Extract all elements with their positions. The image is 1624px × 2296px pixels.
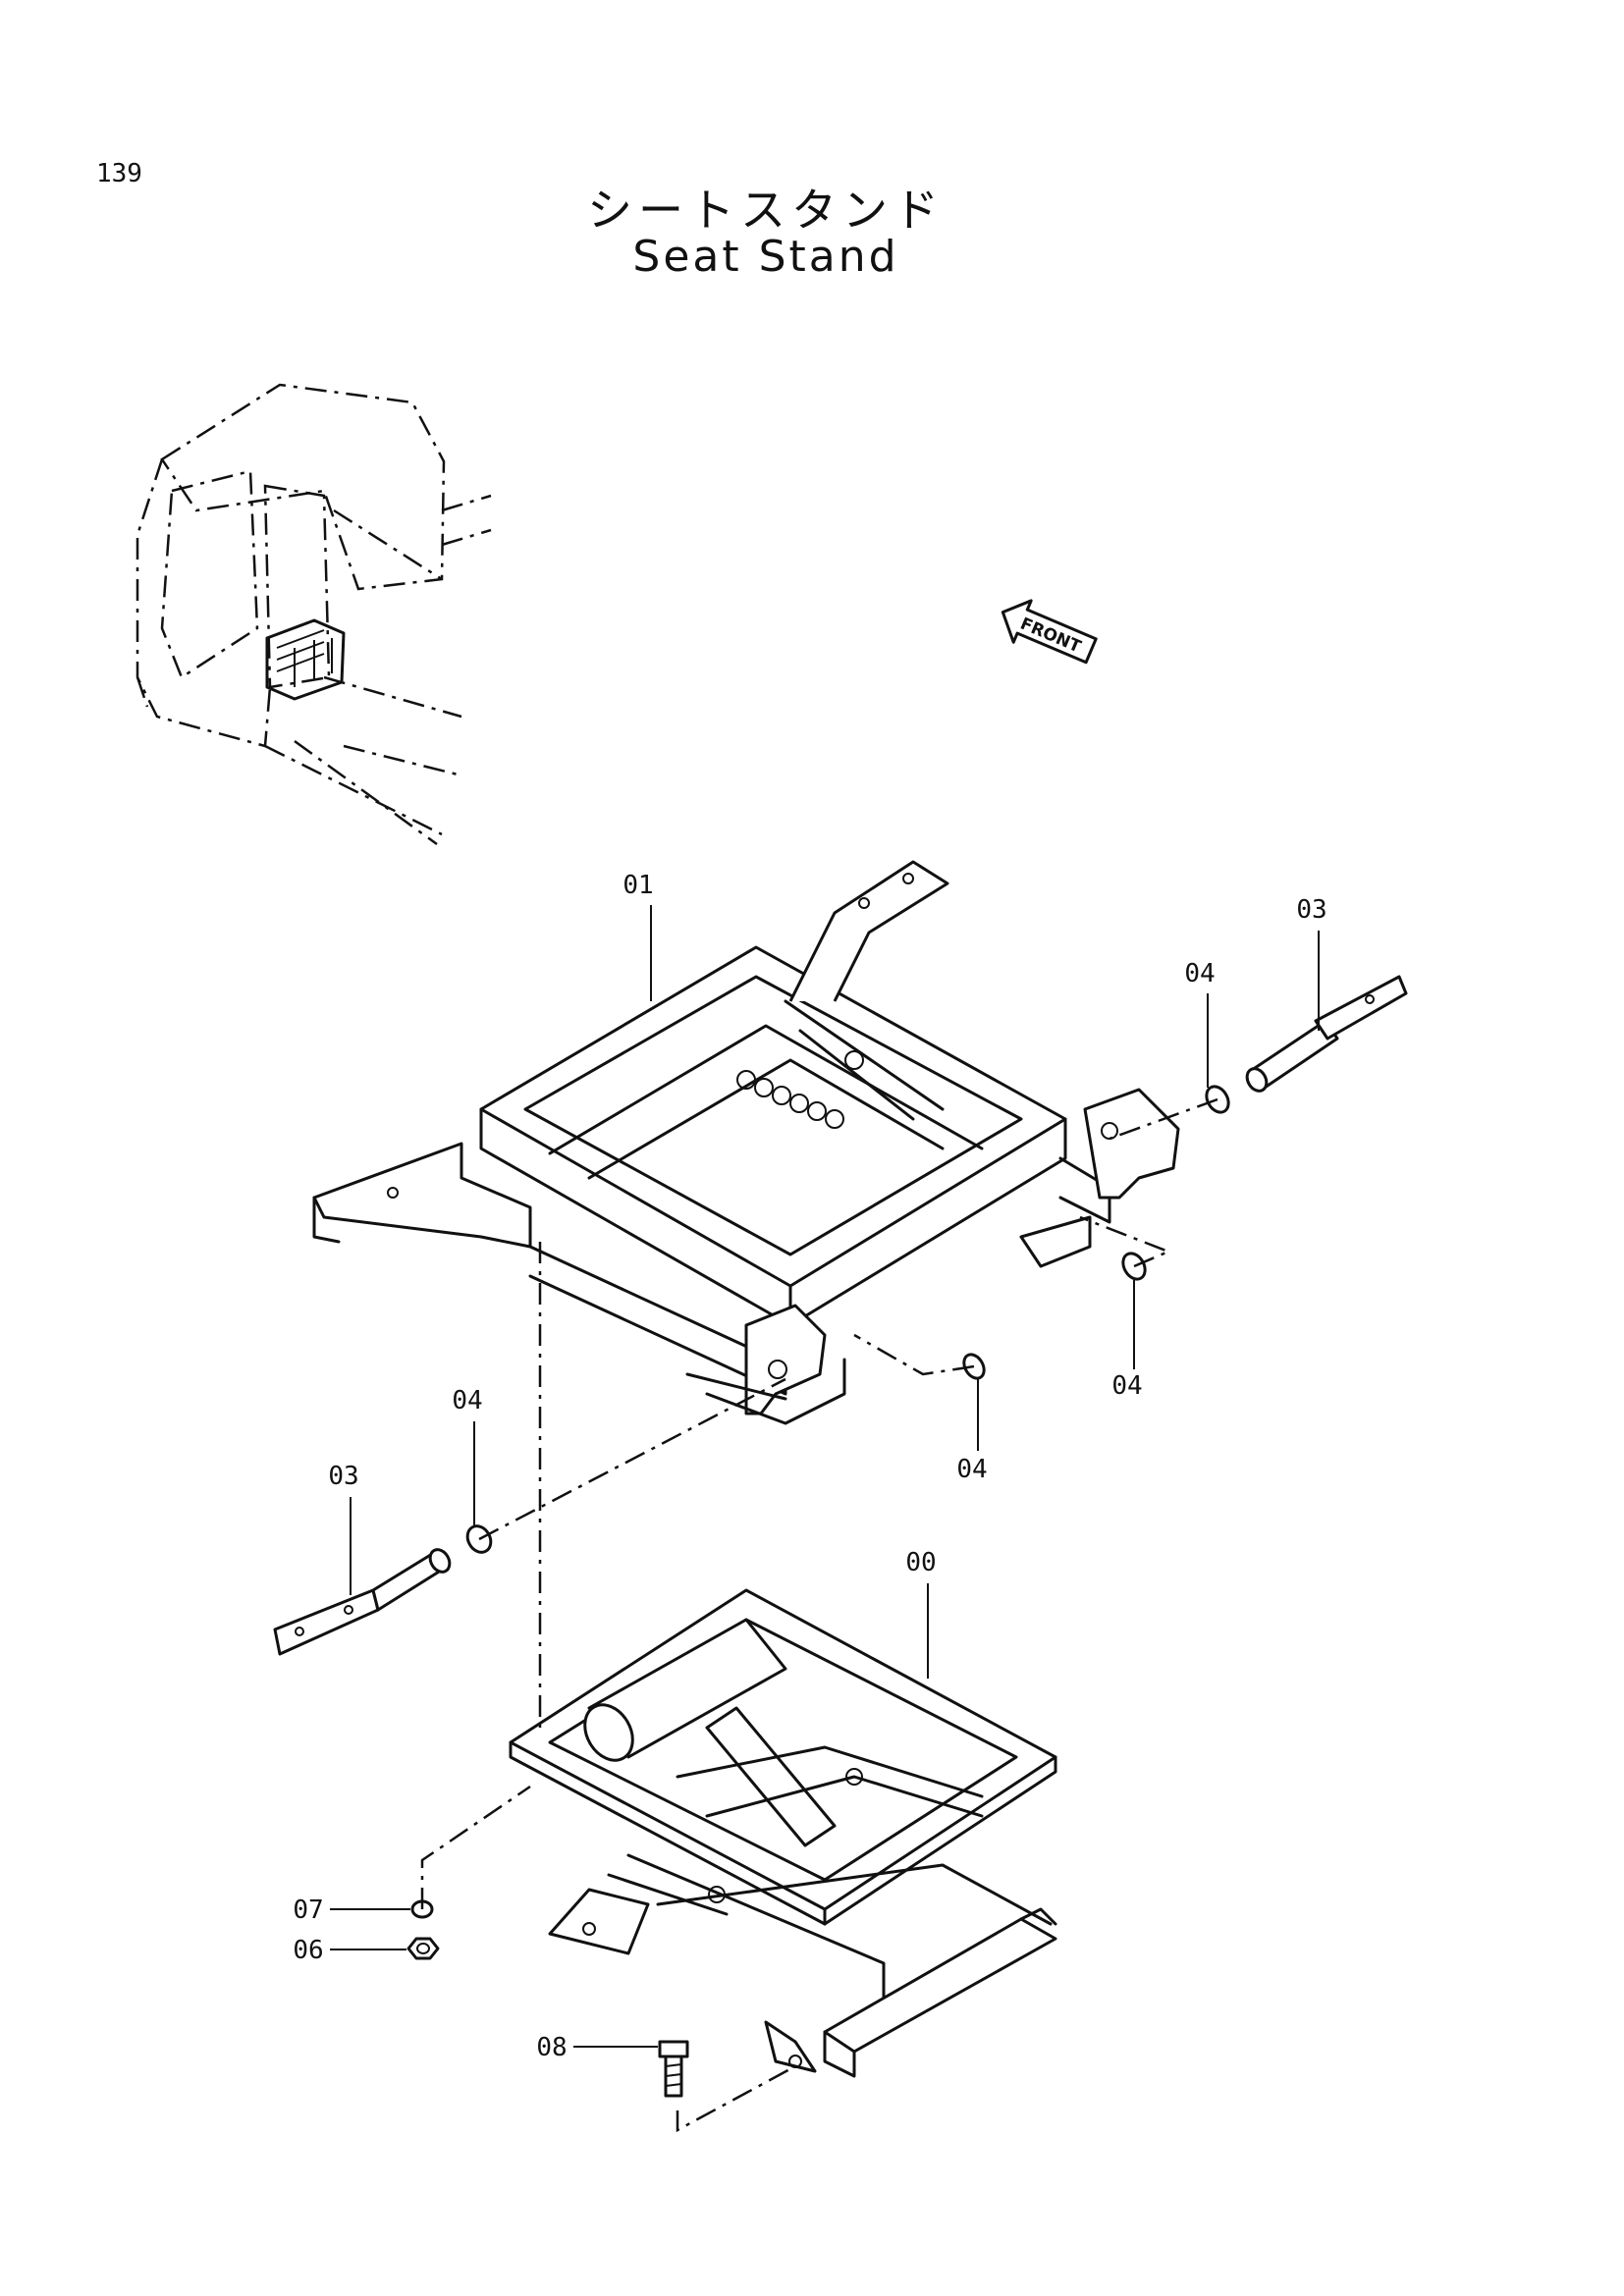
callout-label: 03 [328,1462,358,1491]
callout-03-left: 03 [328,1462,359,1595]
callout-label: 04 [1111,1371,1142,1401]
callout-04-left: 04 [452,1386,483,1526]
part-01-upper-frame [312,860,1180,1425]
callout-label: 04 [452,1386,482,1415]
callout-07: 07 [293,1896,410,1925]
callout-label: 00 [905,1548,936,1577]
title-japanese: シートスタンド [587,184,945,237]
callout-00: 00 [905,1548,937,1679]
title-english: Seat Stand [632,232,899,282]
callout-label: 07 [293,1896,323,1925]
part-03-pin-left [273,1548,452,1656]
cab-seat-highlight [265,618,346,701]
callout-label: 06 [293,1936,323,1965]
callout-04-center: 04 [956,1379,988,1484]
callout-label: 04 [956,1455,987,1484]
callout-04-upper-right: 04 [1184,959,1216,1088]
callout-08: 08 [536,2033,658,2062]
page-number: 139 [96,159,142,188]
part-00-suspension-base [509,1588,1057,2078]
callout-label: 03 [1296,895,1326,925]
part-08-bolt [658,2040,689,2098]
front-direction-arrow: FRONT [1001,599,1098,665]
callout-label: 04 [1184,959,1215,988]
part-06-nut [406,1937,440,1960]
assembly-alignment-lines [420,1097,1218,2133]
callout-label: 08 [536,2033,567,2062]
callout-06: 06 [293,1936,406,1965]
callout-label: 01 [623,871,653,900]
callout-04-right: 04 [1111,1280,1143,1401]
cab-overview-illustration [135,383,492,846]
callout-01: 01 [623,871,654,1001]
part-03-pin-right [1245,975,1408,1093]
callout-03-right: 03 [1296,895,1327,1031]
